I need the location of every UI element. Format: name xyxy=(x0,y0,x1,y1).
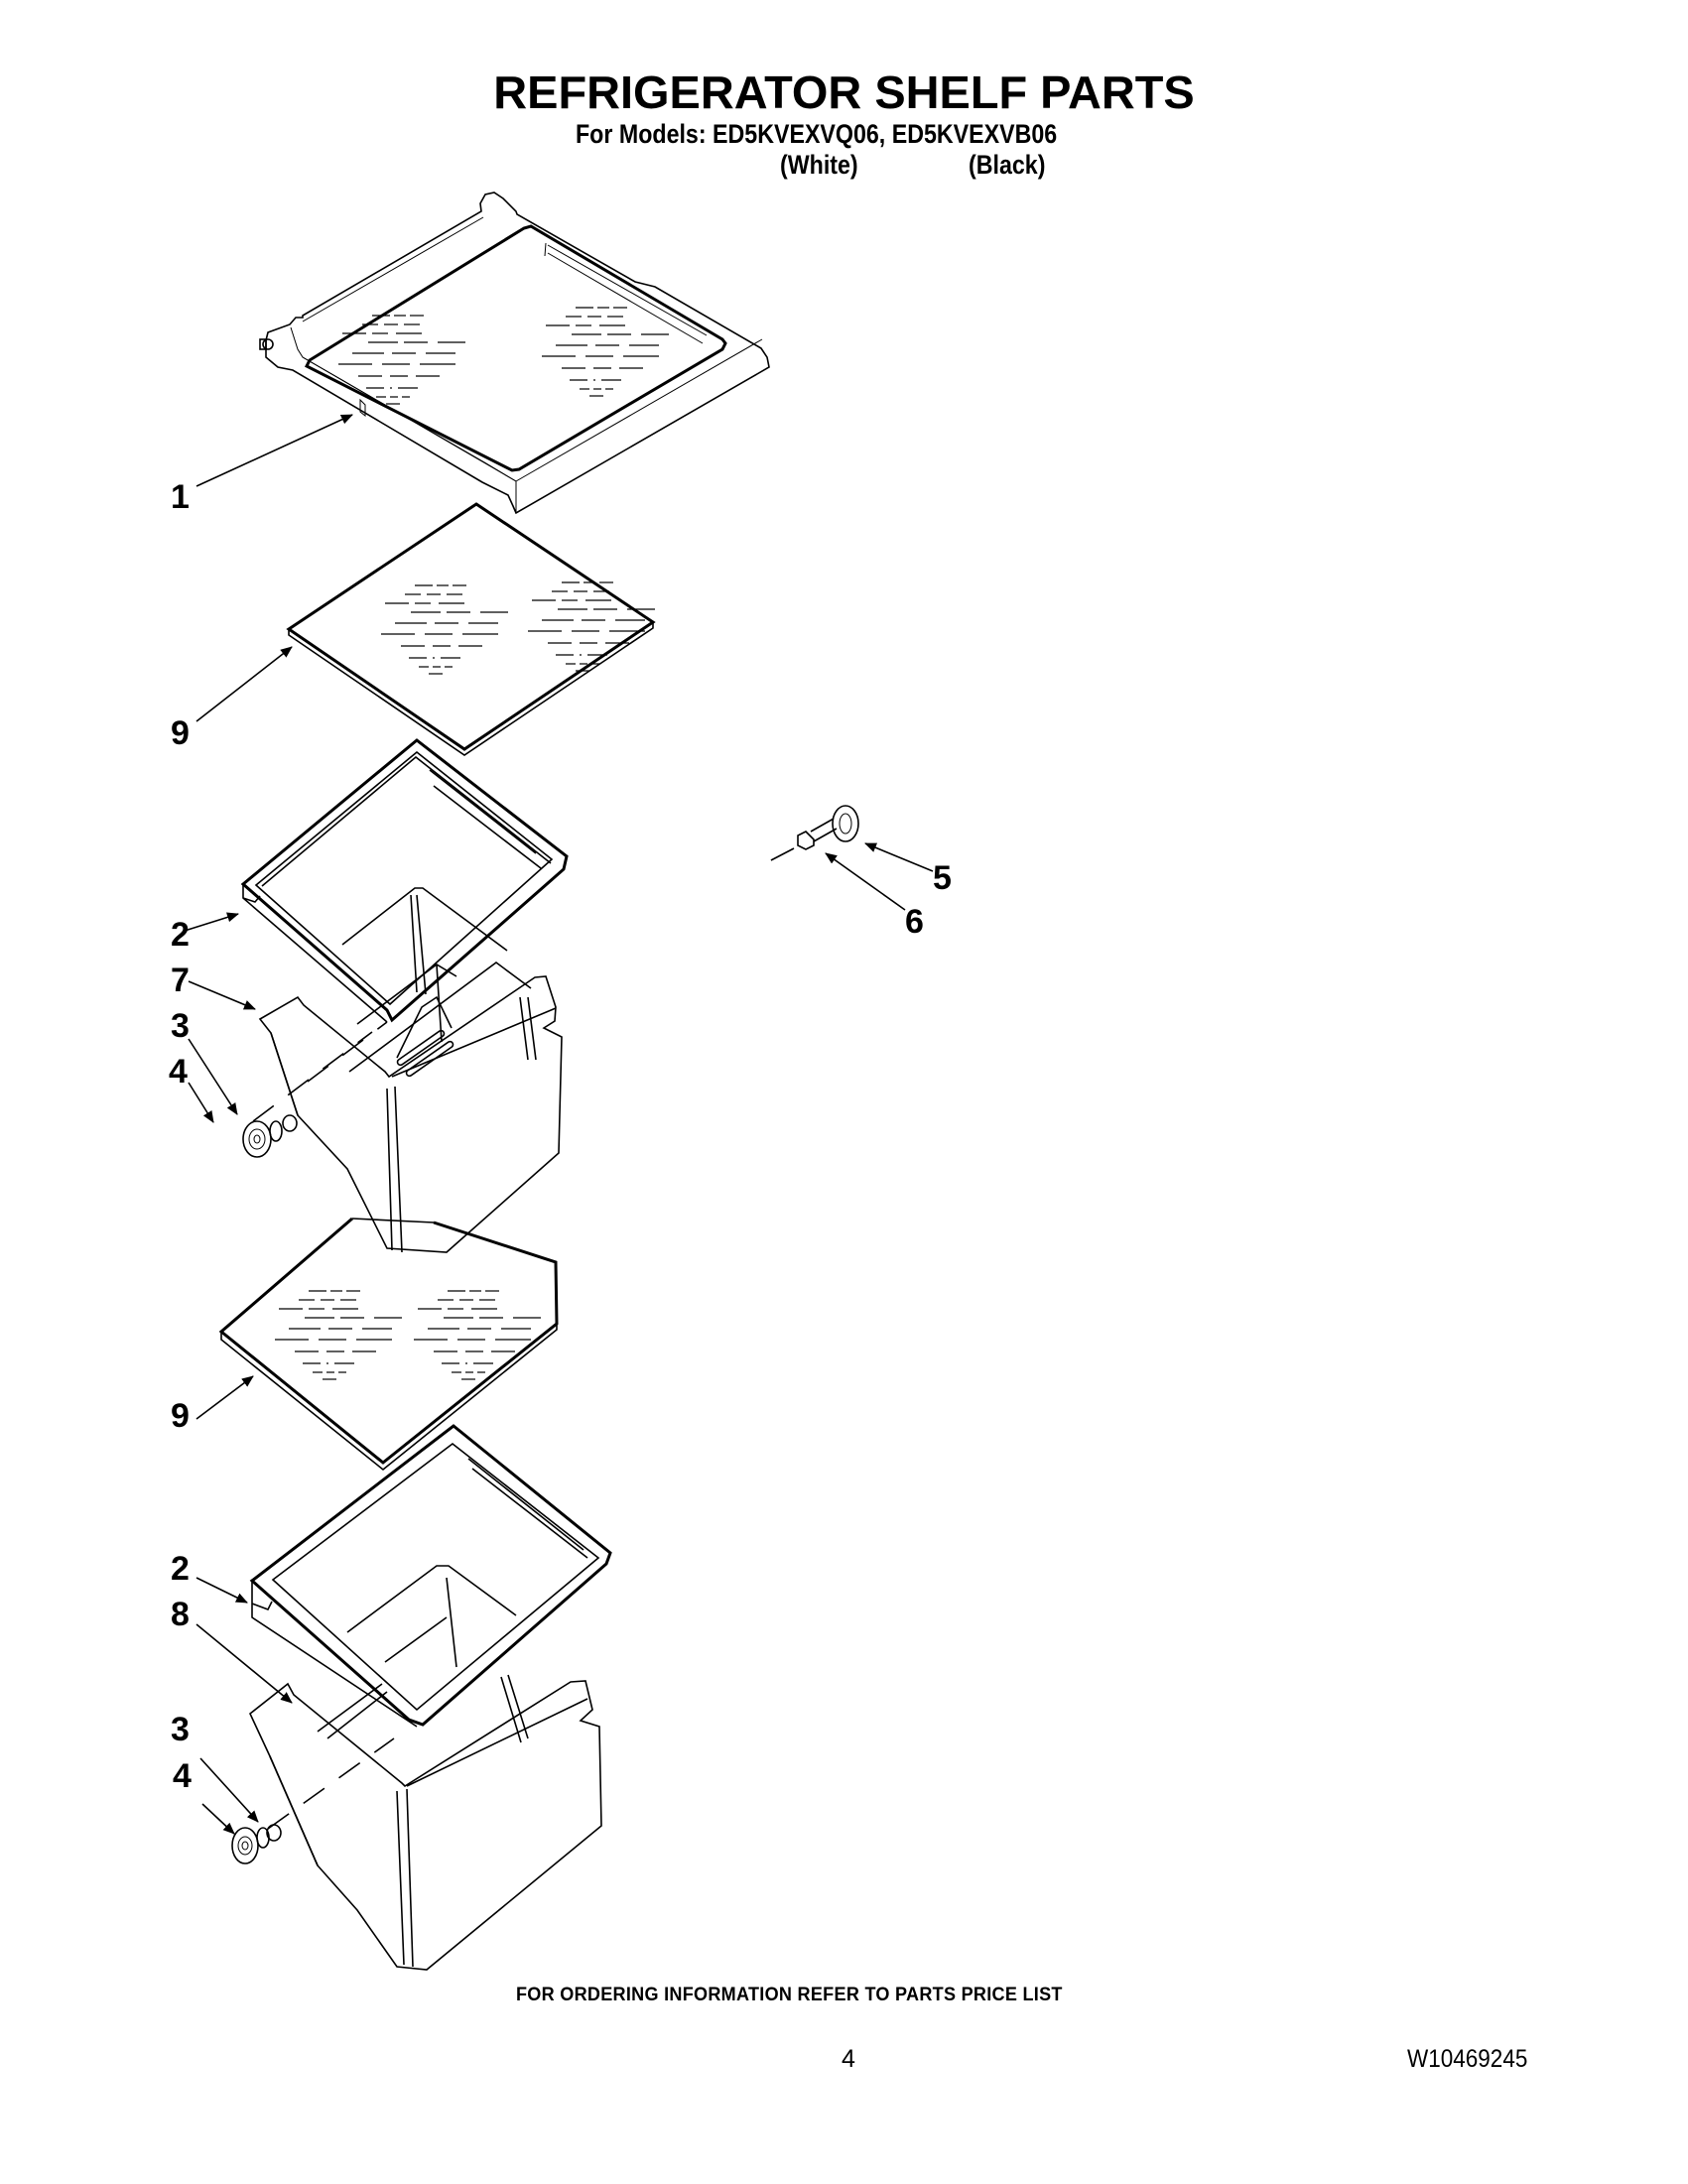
callout-4-upper: 4 xyxy=(169,1053,188,1091)
glass-panel-upper-drawing xyxy=(286,502,656,756)
shelf-frame-drawing xyxy=(259,192,770,515)
callout-7-arrow xyxy=(188,980,256,1010)
crisper-drawer-lower-drawing xyxy=(249,1674,602,1971)
ordering-note: FOR ORDERING INFORMATION REFER TO PARTS … xyxy=(516,1985,1063,2005)
wheel-assembly-lower-left xyxy=(231,1824,282,1864)
callout-4-lower: 4 xyxy=(173,1757,192,1795)
callout-8-arrow xyxy=(195,1623,293,1704)
callout-1: 1 xyxy=(171,478,190,516)
callout-3-lower: 3 xyxy=(171,1711,190,1748)
callout-2-upper-arrow xyxy=(184,912,239,932)
callout-4-lower-arrow xyxy=(201,1803,235,1835)
callout-3-lower-arrow xyxy=(199,1757,259,1823)
callout-2-upper: 2 xyxy=(171,916,190,954)
models-line: For Models: ED5KVEXVQ06, ED5KVEXVB06 xyxy=(576,119,1058,149)
callout-6-arrow xyxy=(825,852,906,911)
crisper-cover-upper-drawing xyxy=(240,738,569,1023)
callout-6: 6 xyxy=(905,903,924,941)
callout-8: 8 xyxy=(171,1596,190,1633)
crisper-drawer-upper-drawing xyxy=(252,962,563,1253)
wheel-assembly-upper-left xyxy=(242,1114,298,1158)
variant-white-label: (White) xyxy=(780,150,858,180)
callout-2-lower-arrow xyxy=(195,1577,248,1604)
glass-panel-lower-drawing xyxy=(218,1217,559,1472)
page-title: REFRIGERATOR SHELF PARTS xyxy=(493,66,1195,118)
callout-9-lower: 9 xyxy=(171,1397,190,1435)
callout-5-arrow xyxy=(864,842,934,872)
document-number: W10469245 xyxy=(1407,2045,1528,2073)
crisper-cover-lower-drawing xyxy=(249,1424,612,1728)
variant-black-label: (Black) xyxy=(969,150,1046,180)
callout-1-arrow xyxy=(195,414,353,487)
callout-9-lower-arrow xyxy=(195,1375,254,1420)
callout-3-upper: 3 xyxy=(171,1007,190,1045)
callout-4-upper-arrow xyxy=(188,1082,214,1123)
page-number: 4 xyxy=(842,2045,855,2073)
wheel-assembly-right xyxy=(768,805,859,862)
callout-9-upper-arrow xyxy=(195,646,293,722)
callout-7: 7 xyxy=(171,962,190,999)
callout-9-upper: 9 xyxy=(171,714,190,752)
callout-2-lower: 2 xyxy=(171,1550,190,1588)
callout-5: 5 xyxy=(933,859,952,897)
callout-3-upper-arrow xyxy=(188,1038,238,1115)
